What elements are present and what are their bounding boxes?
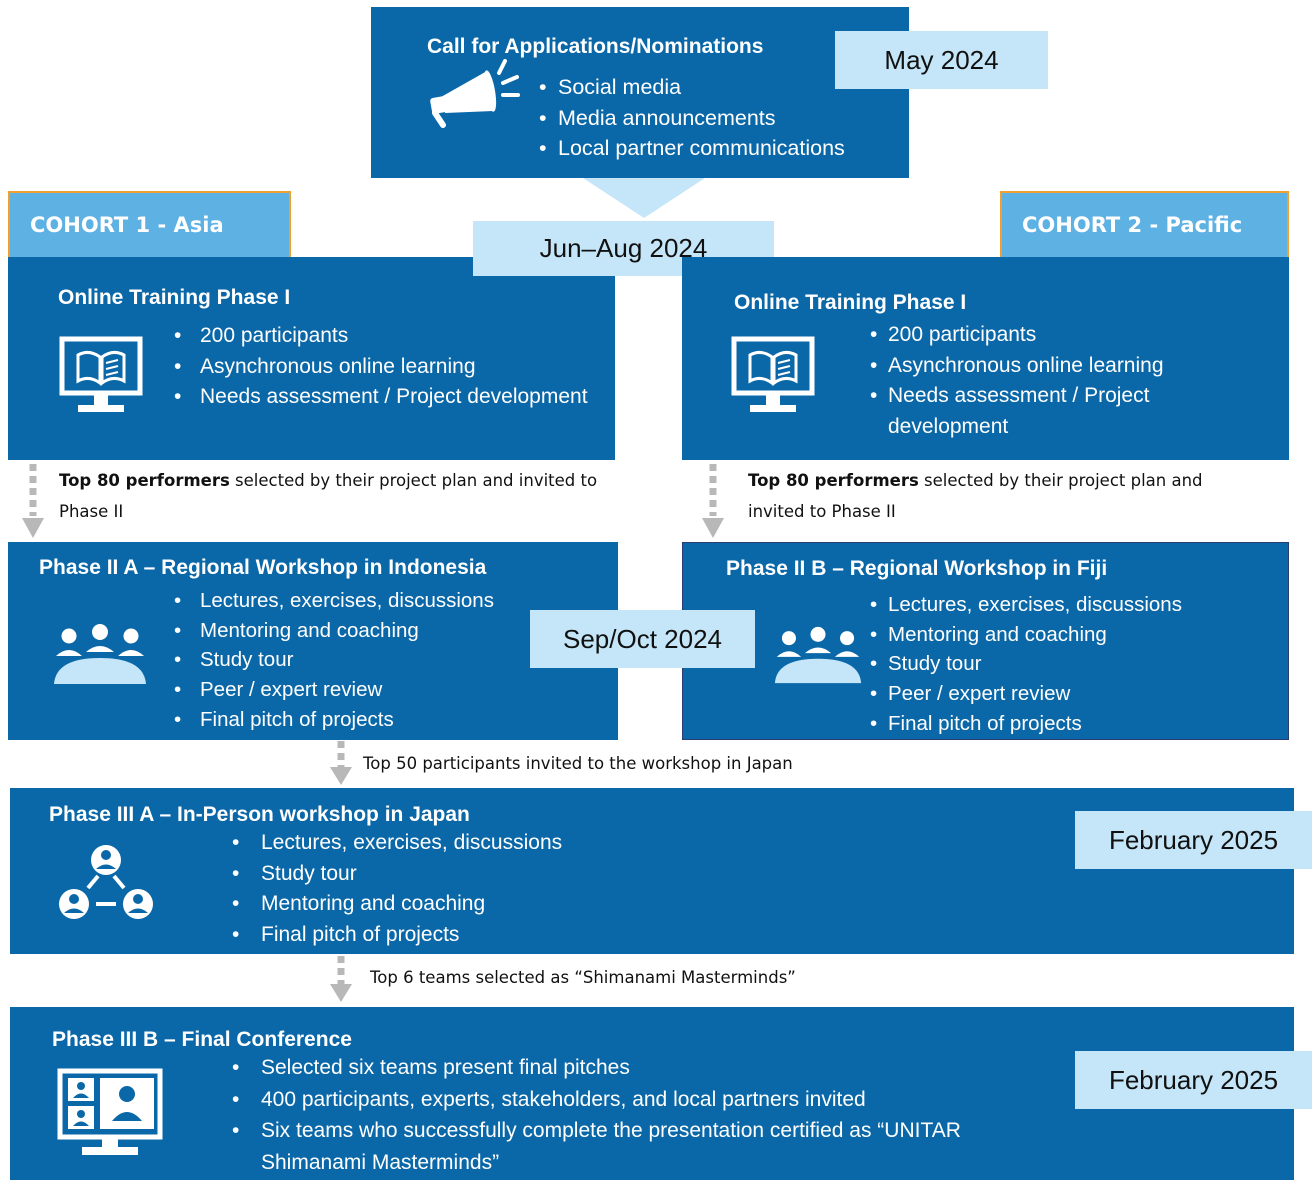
list-item: Needs assessment / Project development — [870, 381, 1250, 442]
note-bold: Top 80 performers — [59, 471, 230, 490]
date-jun-aug-2024: Jun–Aug 2024 — [473, 221, 774, 276]
teams-selection-note: Top 6 teams selected as “Shimanami Maste… — [370, 968, 796, 987]
cohort2-phase1-box: Online Training Phase I 200 participants… — [682, 257, 1289, 460]
date-may-2024: May 2024 — [835, 31, 1048, 89]
note-text: selected by their project plan and invit… — [59, 471, 598, 521]
monitor-book-icon — [59, 336, 143, 412]
cohort-1-label: COHORT 1 - Asia — [8, 191, 291, 257]
cohort1-selection-note: Top 80 performers selected by their proj… — [59, 465, 599, 527]
list-item: Final pitch of projects — [870, 709, 1270, 739]
video-conference-icon — [57, 1068, 163, 1155]
network-people-icon — [59, 845, 153, 919]
date-february-2025-b: February 2025 — [1075, 1051, 1312, 1109]
phase3b-list: Selected six teams present final pitches… — [232, 1052, 972, 1178]
list-item: Study tour — [174, 645, 594, 675]
phase3a-list: Lectures, exercises, discussions Study t… — [232, 828, 832, 950]
phase2b-list: Lectures, exercises, discussions Mentori… — [870, 590, 1270, 739]
list-item: Mentoring and coaching — [870, 620, 1270, 650]
call-for-applications-box: Call for Applications/Nominations Social… — [371, 7, 909, 178]
list-item: 200 participants — [870, 320, 1250, 351]
phase3b-title: Phase III B – Final Conference — [52, 1028, 352, 1051]
list-item: Study tour — [232, 859, 832, 890]
list-item: Media announcements — [539, 103, 899, 134]
list-item: 200 participants — [174, 321, 594, 352]
cohort1-phase1-list: 200 participants Asynchronous online lea… — [174, 321, 594, 413]
cohort2-phase1-title: Online Training Phase I — [734, 291, 967, 314]
list-item: 400 participants, experts, stakeholders,… — [232, 1084, 972, 1116]
phase2a-box: Phase II A – Regional Workshop in Indone… — [8, 542, 618, 740]
list-item: Six teams who successfully complete the … — [232, 1115, 972, 1178]
group-meeting-icon — [774, 626, 862, 684]
triangle-down-arrow — [583, 178, 705, 218]
list-item: Peer / expert review — [870, 679, 1270, 709]
cohort1-phase1-box: Online Training Phase I 200 participants… — [8, 257, 615, 460]
dotted-arrow-cohort1 — [22, 464, 44, 538]
dotted-arrow-cohort2 — [702, 464, 724, 538]
call-title: Call for Applications/Nominations — [427, 35, 764, 58]
phase2b-box: Phase II B – Regional Workshop in Fiji L… — [682, 542, 1289, 740]
list-item: Mentoring and coaching — [232, 889, 832, 920]
list-item: Lectures, exercises, discussions — [174, 586, 594, 616]
date-february-2025-a: February 2025 — [1075, 811, 1312, 869]
dotted-arrow-final — [330, 956, 352, 1002]
date-sep-oct-2024: Sep/Oct 2024 — [530, 610, 755, 668]
list-item: Asynchronous online learning — [870, 351, 1250, 382]
phase3a-title: Phase III A – In-Person workshop in Japa… — [49, 803, 470, 826]
cohort-2-label: COHORT 2 - Pacific — [1000, 191, 1289, 257]
megaphone-icon — [430, 59, 520, 128]
list-item: Lectures, exercises, discussions — [870, 590, 1270, 620]
phase2a-list: Lectures, exercises, discussions Mentori… — [174, 586, 594, 735]
list-item: Local partner communications — [539, 133, 899, 164]
list-item: Lectures, exercises, discussions — [232, 828, 832, 859]
cohort1-phase1-title: Online Training Phase I — [58, 286, 291, 309]
list-item: Social media — [539, 72, 899, 103]
monitor-book-icon — [731, 336, 815, 412]
japan-selection-note: Top 50 participants invited to the works… — [363, 754, 793, 773]
list-item: Peer / expert review — [174, 675, 594, 705]
cohort2-selection-note: Top 80 performers selected by their proj… — [748, 465, 1248, 527]
note-bold: Top 80 performers — [748, 471, 919, 490]
cohort2-phase1-list: 200 participants Asynchronous online lea… — [870, 320, 1250, 442]
list-item: Mentoring and coaching — [174, 616, 594, 646]
phase2a-title: Phase II A – Regional Workshop in Indone… — [39, 556, 487, 579]
list-item: Asynchronous online learning — [174, 352, 594, 383]
list-item: Needs assessment / Project development — [174, 382, 594, 413]
list-item: Selected six teams present final pitches — [232, 1052, 972, 1084]
note-text: selected by their project plan and invit… — [748, 471, 1203, 521]
group-meeting-icon — [54, 624, 146, 684]
list-item: Final pitch of projects — [174, 705, 594, 735]
dotted-arrow-japan — [330, 741, 352, 785]
list-item: Study tour — [870, 649, 1270, 679]
list-item: Final pitch of projects — [232, 920, 832, 951]
call-list: Social media Media announcements Local p… — [539, 72, 899, 164]
phase2b-title: Phase II B – Regional Workshop in Fiji — [726, 557, 1108, 580]
